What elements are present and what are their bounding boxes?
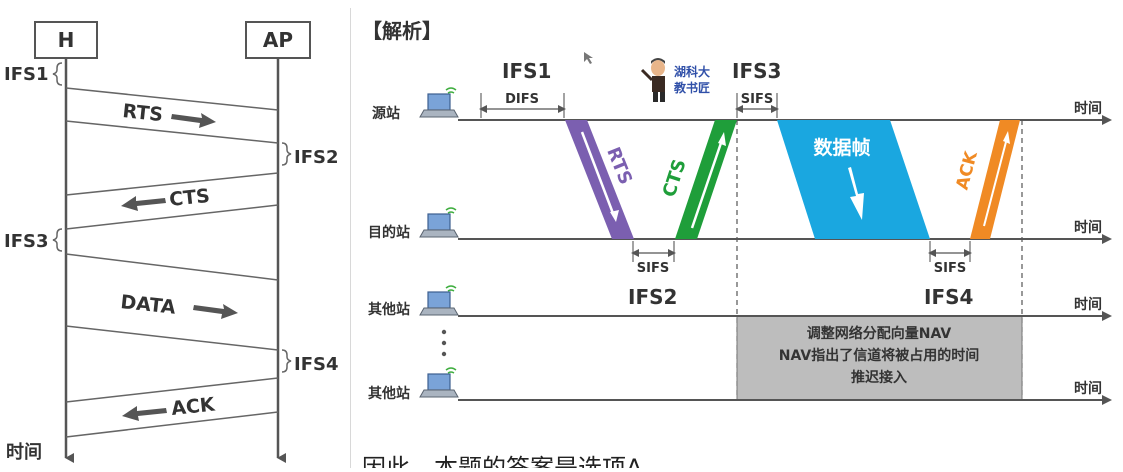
nav-line3: 推迟接入	[851, 369, 907, 386]
left-ifs2-label: IFS2	[294, 147, 338, 168]
right-ifs1-label: IFS1	[502, 59, 551, 83]
ack-frame	[970, 120, 1020, 239]
left-cts-label: CTS	[168, 185, 211, 211]
difs-label: DIFS	[505, 92, 539, 107]
ifs2-bracket	[281, 142, 292, 166]
right-analysis-diagram: 【解析】 湖科大 教书匠 IFS1 IFS3 IFS2 IFS4 DIFS SI…	[352, 0, 1123, 472]
watermark-line1: 湖科大	[674, 64, 710, 79]
right-ifs2-label: IFS2	[628, 285, 677, 309]
rts-direction-icon	[171, 113, 216, 128]
ifs1-bracket	[52, 62, 63, 86]
rts-line-bottom	[65, 120, 279, 144]
other1-station-label: 其他站	[368, 301, 410, 318]
other1-time-label: 时间	[1074, 296, 1102, 313]
ellipsis-dot-2	[441, 340, 447, 346]
other2-station-label: 其他站	[368, 385, 410, 402]
left-timing-diagram: H AP IFS1 IFS2 IFS3 IFS4 RTS CTS DATA	[0, 0, 352, 468]
panel-divider	[350, 8, 351, 468]
dest-station-label: 目的站	[368, 224, 410, 241]
rts-arrow-icon	[580, 131, 616, 217]
cts-arrow-icon	[690, 139, 724, 229]
ack-frame-label: ACK	[952, 149, 982, 192]
source-time-label: 时间	[1074, 100, 1102, 117]
data-line-bottom	[65, 325, 279, 351]
subtitle-caption: 因此，本题的答案是选项A。	[362, 454, 666, 468]
ellipsis-dot-1	[441, 329, 447, 335]
other2-time-label: 时间	[1074, 380, 1102, 397]
left-ifs4-label: IFS4	[294, 354, 338, 375]
sifs4-label: SIFS	[934, 261, 966, 276]
left-diagram-svg: H AP IFS1 IFS2 IFS3 IFS4 RTS CTS DATA	[4, 21, 338, 463]
nav-line2: NAV指出了信道将被占用的时间	[779, 347, 979, 364]
cts-direction-icon	[121, 196, 166, 211]
cts-arrow-head	[718, 132, 726, 146]
left-ack-label: ACK	[170, 393, 217, 420]
left-ifs1-label: IFS1	[4, 64, 48, 85]
ack-arrow-head	[1003, 131, 1010, 144]
left-rts-label: RTS	[121, 100, 164, 126]
left-time-label: 时间	[6, 442, 42, 463]
cts-frame-label: CTS	[659, 157, 691, 200]
right-ifs4-label: IFS4	[924, 285, 973, 309]
sifs2-label: SIFS	[637, 261, 669, 276]
teacher-watermark-icon	[640, 58, 665, 102]
cts-line-top	[65, 172, 279, 196]
rts-line-top	[65, 87, 279, 111]
other1-laptop-icon	[419, 285, 459, 316]
watermark-line2: 教书匠	[673, 80, 710, 95]
nav-line1: 调整网络分配向量NAV	[807, 325, 952, 342]
host-label: H	[58, 28, 75, 52]
ellipsis-dot-3	[441, 351, 447, 357]
dest-time-label: 时间	[1074, 219, 1102, 236]
dest-laptop-icon	[419, 207, 459, 238]
left-ifs3-label: IFS3	[4, 231, 48, 252]
data-direction-icon	[193, 304, 238, 319]
source-laptop-icon	[419, 87, 459, 118]
ifs4-bracket	[281, 349, 292, 373]
nav-box	[736, 315, 1023, 401]
right-ifs3-label: IFS3	[732, 59, 781, 83]
ack-line-bottom	[65, 411, 279, 438]
cts-frame	[675, 120, 737, 239]
ifs3-bracket	[52, 228, 63, 252]
sifs3-label: SIFS	[741, 92, 773, 107]
cursor-icon	[584, 52, 593, 64]
right-diagram-svg: 【解析】 湖科大 教书匠 IFS1 IFS3 IFS2 IFS4 DIFS SI…	[362, 19, 1112, 472]
analysis-title: 【解析】	[362, 19, 442, 43]
other2-laptop-icon	[419, 367, 459, 398]
left-data-label: DATA	[119, 291, 176, 319]
cts-line-bottom	[65, 204, 279, 230]
data-frame-label: 数据帧	[813, 136, 870, 159]
ap-label: AP	[263, 28, 293, 52]
data-line-top	[65, 253, 279, 281]
ack-line-top	[65, 377, 279, 403]
ack-direction-icon	[122, 406, 167, 421]
data-arrow-icon	[848, 167, 864, 220]
rts-arrow-head	[610, 210, 619, 222]
source-station-label: 源站	[372, 105, 400, 122]
ack-arrow-icon	[983, 137, 1008, 227]
